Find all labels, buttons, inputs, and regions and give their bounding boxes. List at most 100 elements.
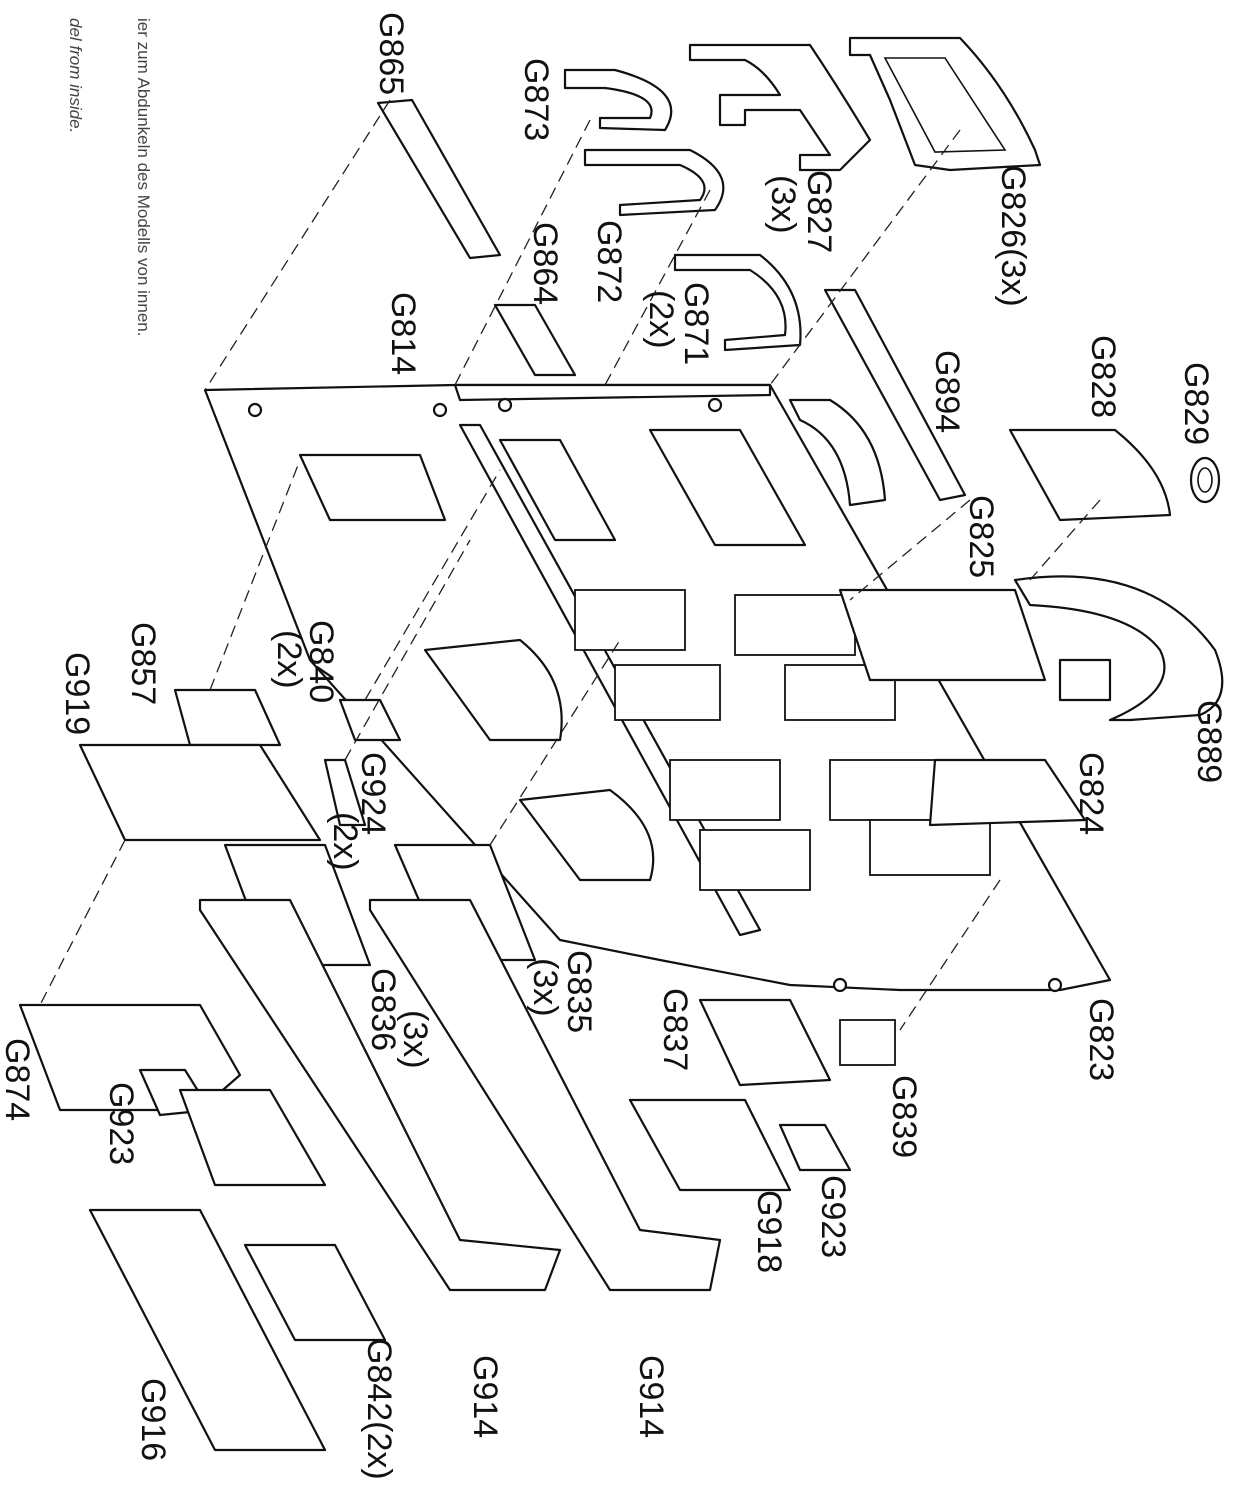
wall-opening-1 [498,438,617,542]
part-round-window [1058,658,1112,702]
label-g924-qty: (2x) [326,812,364,871]
label-g835-qty: (3x) [526,958,564,1017]
label-g829: G829 [1177,362,1215,445]
label-g864: G864 [526,222,564,305]
part-g865 [376,98,502,260]
part-g914-right [368,898,722,1292]
label-g827-qty: (3x) [764,175,802,234]
wall-window-5 [669,759,781,821]
wall-arch-2 [518,788,655,882]
peg-1 [247,402,263,418]
label-g865: G865 [372,12,410,95]
label-g827: G827 [800,170,838,253]
part-g842-window [178,1088,327,1187]
label-g842: G842(2x) [360,1338,398,1480]
label-g889: G889 [1190,700,1228,783]
part-g837 [698,998,832,1087]
leader-g873 [454,119,591,386]
part-side-wall [453,383,772,402]
label-g836-qty: (3x) [396,1010,434,1069]
part-g828 [1008,428,1172,522]
part-g829-hole [1197,467,1213,493]
part-g923-right [778,1123,852,1172]
main-wall-assembly [203,383,1112,993]
part-g824 [928,758,1087,827]
part-g924 [323,758,367,827]
part-g871 [673,253,802,352]
peg-3 [497,397,513,413]
label-g923-right: G923 [814,1175,852,1258]
label-g837: G837 [656,988,694,1071]
part-g839 [839,1019,896,1066]
part-labels: G865 G873 G827 (3x) G826(3x) G864 G872 G… [0,12,1228,1480]
wall-window-7 [699,829,811,891]
part-g918 [628,1098,792,1192]
leader-g826 [769,129,961,386]
label-g839: G839 [885,1075,923,1158]
leader-lines [39,99,1101,1031]
label-g894: G894 [928,350,966,433]
label-g871: G871 [677,282,715,365]
label-g923-left: G923 [102,1082,140,1165]
label-g825: G825 [962,495,1000,578]
part-g889 [1013,575,1224,722]
leader-g825 [849,499,971,601]
label-g835: G835 [560,950,598,1033]
label-g857: G857 [124,622,162,705]
wall-window-1 [574,589,686,651]
note-english: del from inside. [66,18,85,133]
label-g814: G814 [384,292,422,375]
part-g826-inner [883,57,1007,153]
label-g872: G872 [590,220,628,303]
label-g873: G873 [517,58,555,141]
wall-opening-3 [298,453,447,522]
wall-window-8 [869,819,991,876]
peg-4 [707,397,723,413]
leader-g835 [489,639,621,846]
wall-window-6 [829,759,951,821]
leader-g840 [364,469,501,701]
wall-arch-1 [423,638,563,742]
part-g857 [173,688,282,747]
part-arch-panel [788,398,887,507]
label-g924: G924 [354,752,392,835]
part-g829-ring [1189,456,1221,504]
leader-g865 [204,99,391,391]
part-g826 [848,36,1042,172]
label-g826: G826(3x) [994,165,1032,307]
leader-g857 [209,459,301,691]
leader-g823 [899,879,1001,1031]
part-g873 [563,68,673,132]
label-g840-qty: (2x) [270,630,308,689]
label-g916: G916 [134,1378,172,1461]
part-g864 [493,303,577,377]
label-g919: G919 [58,652,96,735]
wall-opening-2 [648,428,807,547]
label-g914-right: G914 [632,1355,670,1438]
label-g914-left: G914 [466,1355,504,1438]
label-g823: G823 [1082,998,1120,1081]
label-g824: G824 [1072,752,1110,835]
label-g918: G918 [750,1190,788,1273]
part-g916 [88,1208,327,1452]
part-g872 [583,148,725,217]
peg-5 [832,977,848,993]
note-german: ier zum Abdunkeln des Modells von innen. [134,18,153,336]
part-g827 [688,43,872,172]
peg-2 [432,402,448,418]
label-g874: G874 [0,1038,36,1121]
leader-g924 [344,539,471,761]
part-g914-left [198,898,562,1292]
part-g919 [78,743,322,842]
peg-6 [1047,977,1063,993]
label-g840: G840 [302,620,340,703]
leader-g919 [39,839,126,1006]
part-g840 [338,698,402,742]
part-g825 [838,588,1047,682]
label-g828: G828 [1084,335,1122,418]
wall-window-2 [734,594,856,656]
wall-window-3 [614,664,721,721]
part-g894 [823,288,967,502]
part-g842-window-2 [243,1243,387,1342]
